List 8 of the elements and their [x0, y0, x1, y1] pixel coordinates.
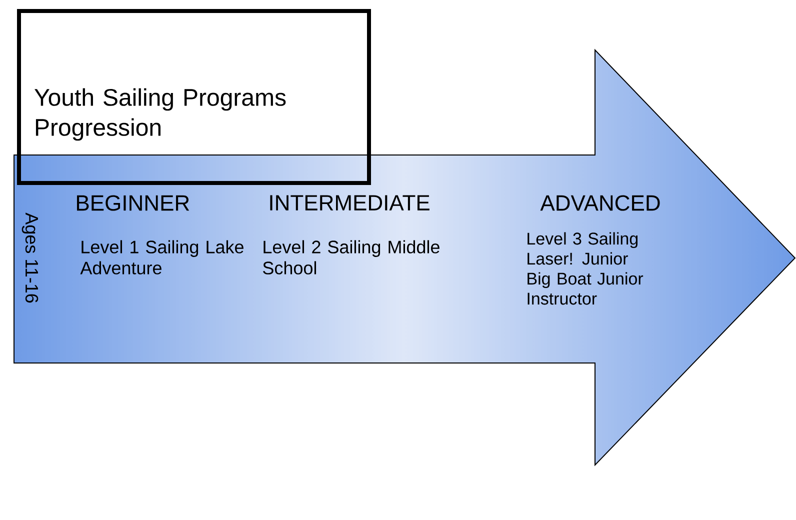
program-list: Level 1 Sailing Lake Adventure [80, 240, 244, 274]
level-heading: INTERMEDIATE [270, 195, 430, 210]
program-list: Level 2 Sailing Middle School [263, 240, 440, 274]
age-label: Ages 11-16 [22, 212, 38, 303]
level-heading: BEGINNER [77, 195, 190, 211]
level-heading: ADVANCED [540, 195, 660, 211]
program-list: Level 3 Sailing Laser! Junior Big Boat Junior Instructor [528, 232, 644, 305]
title-box: Youth Sailing Programs Progression [17, 9, 371, 185]
